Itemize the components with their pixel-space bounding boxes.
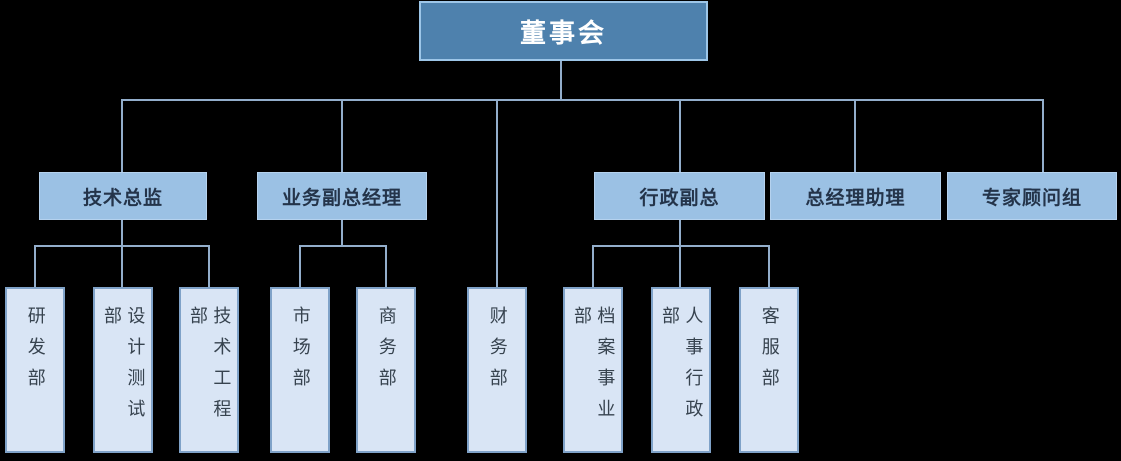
node-label: 总经理助理	[805, 187, 906, 209]
connector-drop-tech-director	[121, 100, 123, 172]
connector-business-horizontal	[299, 245, 387, 247]
node-label: 财务部	[487, 306, 508, 399]
connector-business-stem	[341, 220, 343, 247]
connector-drop-marketing-dept	[299, 245, 301, 287]
connector-drop-finance-dept	[496, 100, 498, 287]
node-rnd-dept: 研发部	[5, 287, 65, 453]
node-hr-admin-dept: 人事行政部	[651, 287, 711, 453]
connector-drop-archives-dept	[592, 245, 594, 287]
node-business-deputy-gm: 业务副总经理	[257, 172, 427, 220]
connector-drop-tech-eng-dept	[208, 245, 210, 287]
node-label: 技术总监	[82, 187, 163, 209]
node-label: 客服部	[759, 306, 780, 399]
node-tech-engineering-dept: 技术工程部	[179, 287, 239, 453]
node-admin-deputy: 行政副总	[594, 172, 765, 220]
connector-drop-expert-advisors	[1042, 100, 1044, 173]
connector-drop-commerce-dept	[385, 245, 387, 287]
node-expert-advisors: 专家顾问组	[947, 172, 1117, 220]
connector-tech-horizontal	[34, 245, 210, 247]
node-commerce-dept: 商务部	[356, 287, 416, 453]
connector-drop-customer-dept	[768, 245, 770, 287]
connector-drop-business-deputy	[341, 100, 343, 172]
node-label: 研发部	[25, 306, 46, 399]
node-label: 董事会	[519, 17, 607, 48]
node-board: 董事会	[419, 1, 708, 61]
node-label: 专家顾问组	[981, 187, 1082, 209]
node-marketing-dept: 市场部	[270, 287, 330, 453]
node-finance-dept: 财务部	[467, 287, 527, 453]
node-gm-assistant: 总经理助理	[770, 172, 941, 220]
connector-drop-rnd-dept	[34, 245, 36, 287]
node-label: 市场部	[290, 306, 311, 399]
node-label: 档案事业部	[572, 306, 616, 430]
node-label: 设计测试部	[102, 306, 146, 430]
node-label: 技术工程部	[188, 306, 232, 430]
node-label: 行政副总	[639, 187, 720, 209]
node-label: 业务副总经理	[281, 187, 402, 209]
node-label: 商务部	[376, 306, 397, 399]
connector-drop-admin-deputy	[679, 100, 681, 172]
connector-root-stem	[560, 61, 562, 100]
connector-drop-gm-assistant	[854, 100, 856, 172]
node-tech-director: 技术总监	[39, 172, 207, 220]
node-archives-dept: 档案事业部	[563, 287, 623, 453]
connector-tech-stem	[121, 220, 123, 287]
node-label: 人事行政部	[660, 306, 704, 430]
connector-main-horizontal	[121, 99, 1044, 101]
connector-admin-horizontal	[592, 245, 770, 247]
connector-admin-stem	[679, 220, 681, 287]
node-customer-service-dept: 客服部	[739, 287, 799, 453]
node-design-test-dept: 设计测试部	[93, 287, 153, 453]
